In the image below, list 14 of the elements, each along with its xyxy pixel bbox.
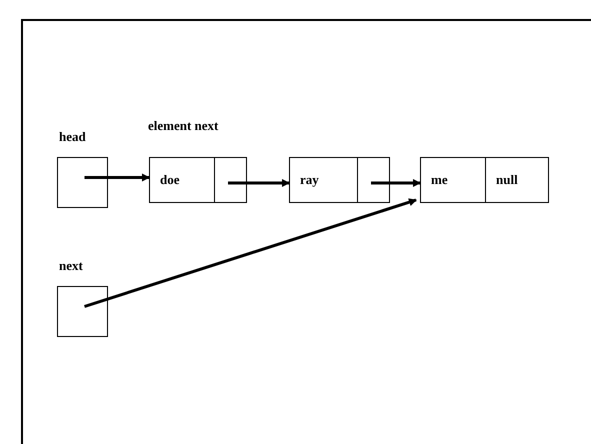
arrow bbox=[371, 179, 421, 187]
column-header: element next bbox=[148, 118, 218, 134]
variable-label: head bbox=[59, 129, 86, 145]
list-node-box bbox=[149, 157, 247, 203]
list-node-box bbox=[420, 157, 549, 203]
variable-label: next bbox=[59, 258, 83, 274]
cell-text: null bbox=[496, 172, 518, 188]
cell-text: me bbox=[431, 172, 448, 188]
arrow bbox=[84, 198, 417, 308]
cell-text: doe bbox=[160, 172, 180, 188]
cell-text: ray bbox=[300, 172, 319, 188]
arrow bbox=[228, 179, 290, 187]
list-node-box bbox=[289, 157, 390, 203]
arrow bbox=[84, 174, 150, 182]
